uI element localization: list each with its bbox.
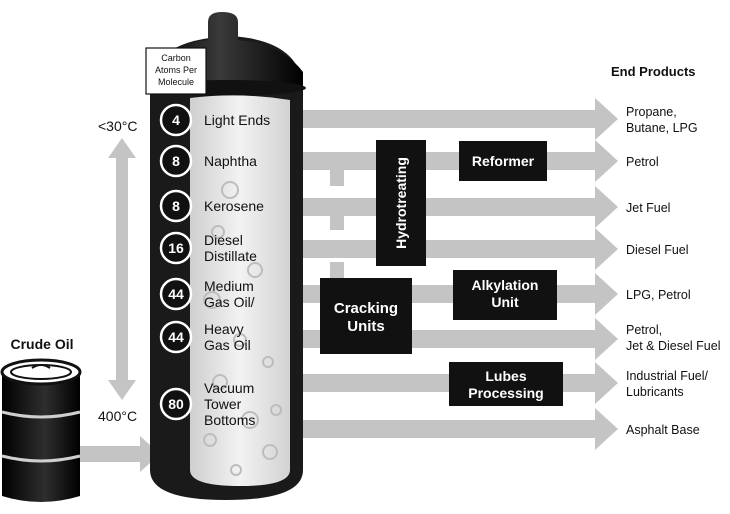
process-reformer: Reformer (459, 141, 547, 181)
end-product-label: Propane, (626, 105, 677, 119)
carbon-count: 8 (172, 153, 180, 169)
fraction-name: Gas Oil (204, 337, 251, 353)
fraction-name: Medium (204, 278, 254, 294)
column-bubbles (203, 181, 282, 476)
end-product-label: Butane, LPG (626, 121, 698, 135)
fraction-name: Heavy (204, 321, 244, 337)
carbon-count-circle (159, 189, 193, 223)
fraction-name: Distillate (204, 248, 257, 264)
arrow-naphtha-reformer (425, 152, 460, 170)
arrow-diesel-fuel (425, 228, 618, 270)
arrow-light-ends (295, 98, 618, 140)
alkylation-label-1: Alkylation (472, 277, 539, 293)
temperature-range-arrow (108, 138, 136, 400)
carbon-count: 16 (168, 240, 184, 256)
carbon-atoms-label: Carbon Atoms Per Molecule (145, 47, 207, 95)
arrow-lubes-industrial (560, 362, 618, 404)
crude-feed-arrow (78, 436, 160, 472)
carbon-count: 80 (168, 396, 184, 412)
fraction-name: Light Ends (204, 112, 270, 128)
feed-line-vertical-2 (330, 200, 344, 230)
process-hydrotreating: Hydrotreating (376, 140, 426, 266)
column-inner (190, 95, 290, 486)
end-product-label: LPG, Petrol (626, 288, 691, 302)
carbon-count-circle (159, 103, 193, 137)
arrow-asphalt (295, 408, 618, 450)
arrow-alkylation-lpg (545, 273, 618, 315)
fraction-name: Naphtha (204, 153, 257, 169)
fraction-name: Tower (204, 396, 242, 412)
temperature-bottom: 400°C (98, 408, 137, 424)
fraction-name: Vacuum (204, 380, 254, 396)
fraction-name: Gas Oil/ (204, 294, 255, 310)
carbon-count: 44 (168, 286, 184, 302)
carbon-count-circle (159, 277, 193, 311)
end-product-label: Diesel Fuel (626, 243, 689, 257)
fraction-name: Diesel (204, 232, 243, 248)
arrow-naphtha (295, 152, 378, 170)
crude-oil-barrel: Crude Oil (0, 336, 82, 502)
arrow-cracking-petrol (412, 318, 618, 360)
alkylation-label-2: Unit (491, 294, 519, 310)
end-product-label: Industrial Fuel/ (626, 369, 709, 383)
feed-line-vertical-1 (330, 170, 344, 186)
end-product-label: Jet & Diesel Fuel (626, 339, 720, 353)
lubes-label-1: Lubes (485, 368, 526, 384)
carbon-count: 4 (172, 112, 180, 128)
arrow-vacuum-lubes (295, 374, 450, 392)
carbon-label-line-3: Molecule (158, 77, 194, 87)
end-product-label: Jet Fuel (626, 201, 670, 215)
carbon-label-line-2: Atoms Per (155, 65, 197, 75)
arrow-kerosene-jet (425, 186, 618, 228)
end-product-label: Petrol, (626, 323, 662, 337)
hydrotreating-label: Hydrotreating (393, 157, 409, 249)
reformer-label: Reformer (472, 153, 535, 169)
carbon-count: 8 (172, 198, 180, 214)
carbon-count-circle (159, 387, 193, 421)
end-product-label: Lubricants (626, 385, 684, 399)
carbon-count-circle (159, 231, 193, 265)
crude-oil-label: Crude Oil (10, 336, 73, 352)
cracking-label-2: Units (347, 318, 385, 335)
flow-arrows (78, 98, 618, 472)
carbon-count-circle (159, 144, 193, 178)
fraction-name: Bottoms (204, 412, 255, 428)
end-product-label: Asphalt Base (626, 423, 700, 437)
end-products-title: End Products (611, 64, 696, 79)
end-product-label: Petrol (626, 155, 659, 169)
carbon-count: 44 (168, 329, 184, 345)
arrow-reformer-petrol (545, 140, 618, 182)
fraction-name: Kerosene (204, 198, 264, 214)
process-alkylation-unit: Alkylation Unit (453, 270, 557, 320)
cracking-label-1: Cracking (334, 300, 398, 317)
arrow-diesel (295, 240, 378, 258)
lubes-label-2: Processing (468, 385, 543, 401)
feed-line-vertical-3 (330, 262, 344, 278)
process-lubes-processing: Lubes Processing (449, 362, 563, 406)
temperature-top: <30°C (98, 118, 137, 134)
carbon-count-circle (159, 320, 193, 354)
process-cracking-units: Cracking Units (320, 278, 412, 354)
carbon-label-line-1: Carbon (161, 53, 191, 63)
arrow-cracking-alkylation (412, 285, 455, 303)
